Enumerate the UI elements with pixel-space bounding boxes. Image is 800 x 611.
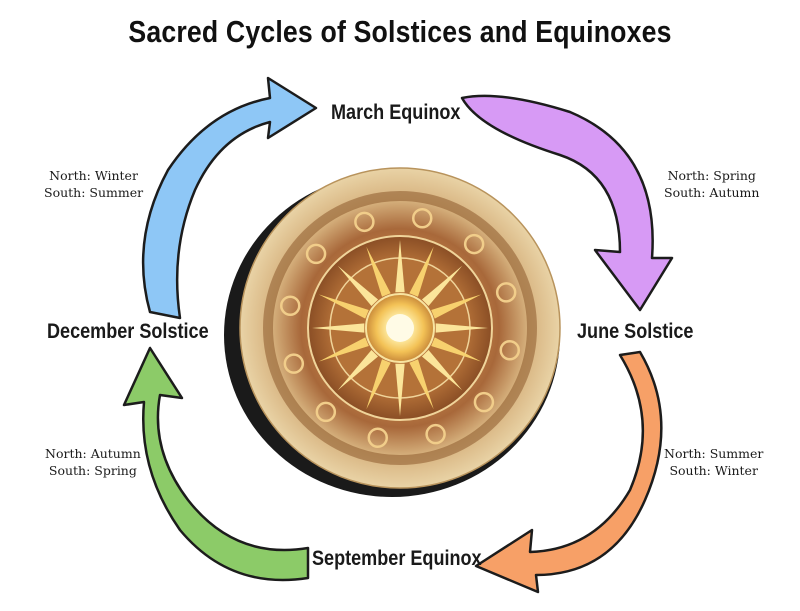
sun-ray <box>431 337 482 362</box>
swirl-ornament <box>367 427 388 449</box>
sun-ray <box>395 240 405 293</box>
sun-ray <box>421 265 463 307</box>
sun-ray <box>409 359 434 410</box>
season-south: South: Spring <box>48 463 137 478</box>
sun-core-center <box>386 314 414 342</box>
arrow-september-to-december <box>122 346 310 582</box>
sun-ray <box>318 294 369 319</box>
swirl-ornament <box>425 423 446 445</box>
swirl-ornament <box>305 243 327 265</box>
swirl-ornament <box>315 401 337 423</box>
swirl-ornament <box>412 207 433 229</box>
sun-ray <box>366 359 391 410</box>
season-north: North: Winter <box>49 168 138 183</box>
season-south: South: Autumn <box>664 185 760 200</box>
disc-outer-band <box>263 191 537 465</box>
sun-ray <box>337 349 379 391</box>
sun-ray <box>421 349 463 391</box>
sun-ray <box>366 246 391 297</box>
label-september-equinox: September Equinox <box>312 547 482 570</box>
swirl-ornament <box>495 282 517 303</box>
decorative-swirls <box>279 207 521 449</box>
sun-ray <box>312 323 365 333</box>
page-title: Sacred Cycles of Solstices and Equinoxes <box>128 14 672 49</box>
swirl-ornament <box>499 340 521 361</box>
label-june-solstice: June Solstice <box>577 320 694 343</box>
swirl-ornament <box>354 211 375 233</box>
label-december-solstice: December Solstice <box>47 320 209 343</box>
swirl-ornament <box>279 295 301 316</box>
swirl-ornament <box>463 233 485 255</box>
arrow-march-to-june <box>460 94 674 312</box>
swirl-ornament <box>283 353 305 374</box>
season-south: South: Summer <box>44 185 144 200</box>
sun-ray <box>435 323 488 333</box>
sun-ray <box>337 265 379 307</box>
season-north: North: Autumn <box>45 446 141 461</box>
season-march-to-june: North: Spring South: Autumn <box>664 167 759 201</box>
season-north: North: Spring <box>667 168 756 183</box>
season-december-to-march: North: Winter South: Summer <box>44 167 143 201</box>
arrow-june-to-september <box>474 350 663 594</box>
swirl-ornament <box>473 391 495 413</box>
sun-ray <box>409 246 434 297</box>
season-south: South: Winter <box>669 463 758 478</box>
sun-ray <box>395 363 405 416</box>
arrow-december-to-march <box>141 76 318 320</box>
sun-ray <box>431 294 482 319</box>
season-june-to-september: North: Summer South: Winter <box>664 445 763 479</box>
season-september-to-december: North: Autumn South: Spring <box>45 445 141 479</box>
label-march-equinox: March Equinox <box>331 101 461 124</box>
sun-ray <box>318 337 369 362</box>
sun-disc-illustration <box>224 167 561 497</box>
sun-rays <box>312 240 488 416</box>
season-north: North: Summer <box>664 446 764 461</box>
